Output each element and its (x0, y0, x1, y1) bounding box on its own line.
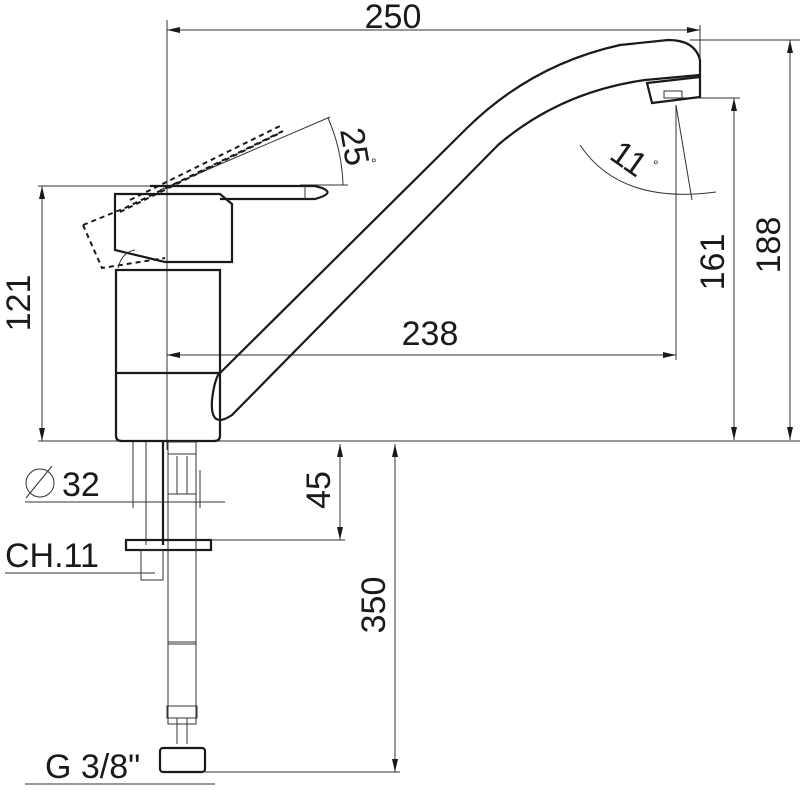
label-350: 350 (355, 577, 393, 634)
label-45: 45 (300, 471, 338, 509)
label-ch11: CH.11 (5, 537, 99, 575)
dim-11-angle (579, 104, 717, 201)
label-121: 121 (0, 275, 38, 332)
label-11: 11 (603, 133, 654, 184)
hose-bottom (158, 641, 207, 774)
label-238: 238 (402, 315, 459, 353)
lever-raised-dashed (82, 125, 286, 270)
spout (210, 38, 702, 422)
label-32: 32 (62, 466, 100, 504)
hose-top (167, 441, 197, 645)
label-25: 25 (332, 125, 376, 169)
dim-161 (680, 97, 740, 440)
dim-350 (205, 444, 400, 773)
label-161: 161 (694, 234, 732, 291)
dim-238 (167, 105, 677, 360)
lever-solid (113, 184, 329, 264)
label-11-deg: ° (653, 157, 659, 173)
label-188: 188 (750, 217, 788, 274)
label-25-deg: ° (371, 155, 377, 171)
dim-188 (690, 39, 800, 440)
dim-32 (25, 465, 225, 508)
dim-45 (210, 444, 345, 541)
dim-121 (38, 185, 180, 441)
faucet-body (114, 249, 222, 443)
label-250: 250 (365, 0, 422, 36)
dim-250 (167, 25, 701, 80)
label-g38: G 3/8" (45, 748, 140, 786)
